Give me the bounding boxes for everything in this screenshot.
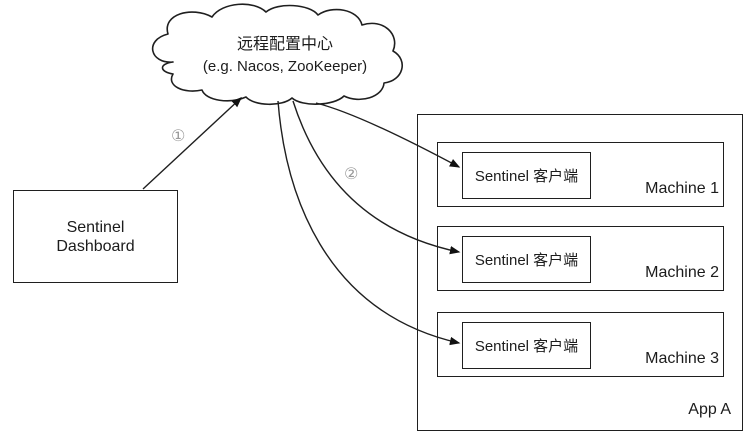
- cloud-title: 远程配置中心: [236, 36, 333, 53]
- app-a-box: Sentinel 客户端 Machine 1 Sentinel 客户端 Mach…: [417, 114, 743, 431]
- sentinel-client-box-2: Sentinel 客户端: [462, 236, 591, 283]
- sentinel-client-label-3: Sentinel 客户端: [474, 338, 579, 355]
- dashboard-label-line2: Dashboard: [56, 237, 135, 255]
- remote-config-cloud: 远程配置中心 (e.g. Nacos, ZooKeeper): [158, 34, 412, 78]
- step-2-annotation: ②: [344, 166, 359, 183]
- sentinel-client-box-3: Sentinel 客户端: [462, 322, 591, 369]
- cloud-subtitle: (e.g. Nacos, ZooKeeper): [202, 58, 368, 75]
- sentinel-client-box-1: Sentinel 客户端: [462, 152, 591, 199]
- machine-2-box: Sentinel 客户端 Machine 2: [437, 226, 724, 291]
- machine-2-label: Machine 2: [645, 264, 719, 281]
- machine-3-label: Machine 3: [645, 350, 719, 367]
- sentinel-client-label-2: Sentinel 客户端: [474, 252, 579, 269]
- machine-1-label: Machine 1: [645, 180, 719, 197]
- app-a-label: App A: [688, 401, 731, 418]
- step-1-annotation: ①: [171, 128, 186, 145]
- dashboard-label-line1: Sentinel: [66, 218, 125, 236]
- sentinel-dashboard-box: Sentinel Dashboard: [13, 190, 178, 283]
- machine-3-box: Sentinel 客户端 Machine 3: [437, 312, 724, 377]
- sentinel-client-label-1: Sentinel 客户端: [474, 168, 579, 185]
- arrow-dashboard-to-config: [142, 97, 243, 190]
- machine-1-box: Sentinel 客户端 Machine 1: [437, 142, 724, 207]
